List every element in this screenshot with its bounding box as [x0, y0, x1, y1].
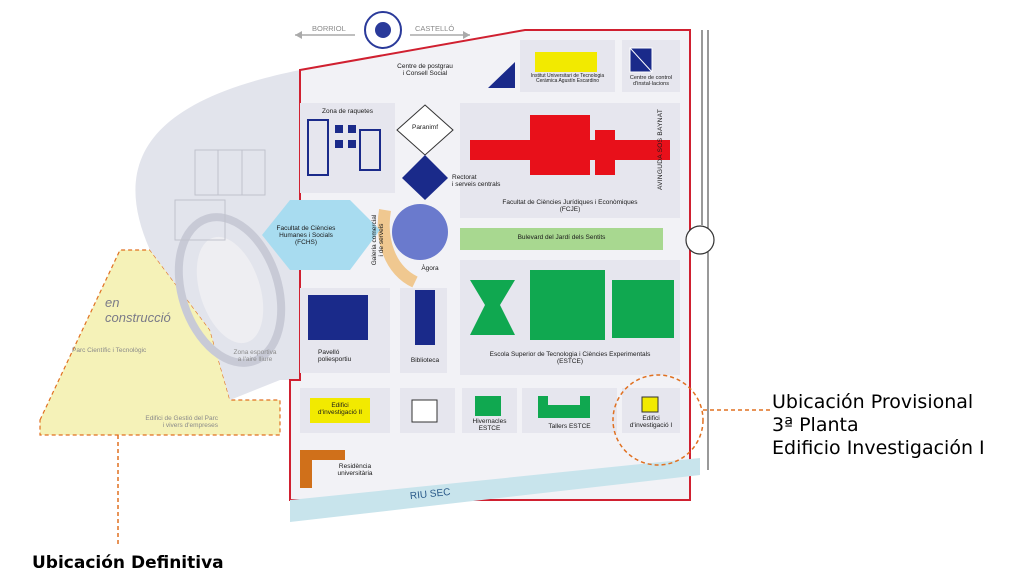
callout-definitiva: Ubicación Definitiva — [32, 553, 224, 573]
biblioteca-building — [415, 290, 435, 345]
road-label: AVINGUDA SOS BAYNAT — [657, 108, 664, 190]
nav-borriol: BORRIOL — [312, 24, 346, 33]
label-estce: Escola Superior de Tecnologia i Ciències… — [489, 351, 651, 365]
label-tallers: Tallers ESTCE — [548, 423, 591, 430]
label-paranimf: Paranimf — [411, 124, 438, 131]
construction-label-1: en — [105, 295, 120, 310]
investigacio-2-building — [310, 398, 370, 423]
pavello-building — [308, 295, 368, 340]
roundabout — [685, 225, 715, 255]
fchs-building — [262, 200, 380, 270]
residencia-building — [300, 450, 345, 488]
white-building — [411, 399, 438, 423]
nav-castello: CASTELLÓ — [415, 24, 455, 33]
label-parc-cientific: Parc Científic i Tecnològic — [72, 347, 147, 354]
label-raquetes: Zona de raquetes — [322, 108, 373, 115]
estce-building — [470, 270, 674, 340]
label-fcje: Facultat de Ciències Jurídiques i Econòm… — [502, 199, 638, 213]
construction-label-2: construcció — [105, 310, 171, 325]
label-agora: Àgora — [421, 265, 439, 272]
galeria-arc — [377, 209, 418, 288]
raquetes-courts — [307, 119, 381, 176]
bulevard — [460, 228, 663, 250]
running-track — [174, 213, 286, 367]
tallers-building — [538, 396, 590, 418]
rectorat-building — [402, 155, 448, 200]
tecnologia-ceramica-building — [535, 52, 597, 72]
sports-courts — [174, 149, 266, 241]
label-bulevard: Bulevard del Jardí dels Sentits — [517, 234, 606, 241]
label-biblioteca: Biblioteca — [410, 357, 440, 364]
fcje-building — [470, 115, 670, 175]
callout-provisional: Ubicación Provisional 3ª Planta Edificio… — [772, 391, 985, 459]
postgrau-building — [488, 62, 515, 88]
investigacio-1-building — [641, 396, 659, 413]
river — [290, 458, 700, 522]
construction-zone — [39, 249, 281, 436]
provisional-marker-circle — [612, 374, 704, 466]
control-building — [629, 47, 653, 73]
agora-circle — [392, 204, 448, 260]
hivernacles-building — [475, 396, 501, 416]
